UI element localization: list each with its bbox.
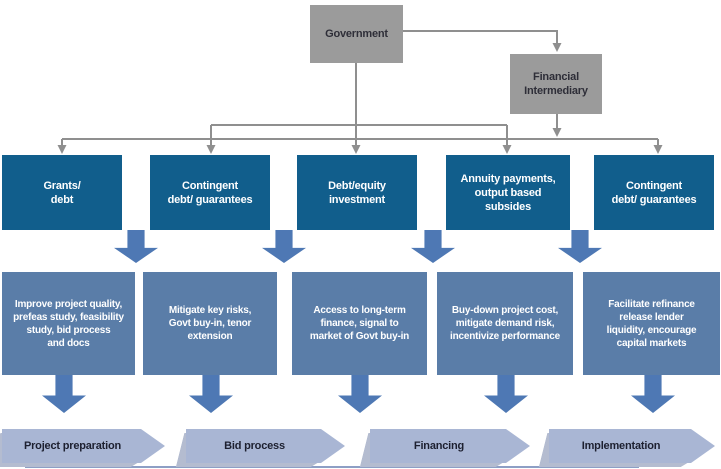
instrument-box-3: Debt/equity investment	[297, 155, 417, 230]
benefit-label-2: Mitigate key risks, Govt buy-in, tenor e…	[168, 305, 252, 342]
benefit-box-4: Buy-down project cost, mitigate demand r…	[437, 272, 573, 375]
instrument-box-4: Annuity payments, output based subsides	[446, 155, 570, 230]
bottom-rule	[25, 466, 639, 468]
phase-label-4: Implementation	[581, 440, 661, 452]
phase-label-3: Financing	[413, 440, 465, 452]
phase-label-1: Project preparation	[23, 440, 122, 452]
benefit-label-3: Access to long-term finance, signal to m…	[309, 305, 410, 342]
instrument-box-2: Contingent debt/ guarantees	[150, 155, 270, 230]
benefit-box-1: Improve project quality, prefeas study, …	[2, 272, 135, 375]
instrument-label-5: Contingent debt/ guarantees	[611, 179, 697, 206]
phase-chevron-4: Implementation	[549, 429, 715, 463]
government-label: Government	[325, 28, 388, 40]
instrument-label-1: Grants/ debt	[43, 179, 81, 206]
benefit-label-5: Facilitate refinance release lender liqu…	[606, 298, 697, 349]
chevron-arrow-icon: Implementation	[549, 429, 715, 463]
instrument-label-2: Contingent debt/ guarantees	[167, 179, 253, 206]
chevron-arrow-icon: Financing	[370, 429, 530, 463]
phase-chevron-1: Project preparation	[2, 429, 165, 463]
financial-intermediary-label: Financial Intermediary	[524, 71, 588, 97]
instrument-box-5: Contingent debt/ guarantees	[594, 155, 714, 230]
instrument-label-3: Debt/equity investment	[328, 179, 386, 206]
government-box: Government	[310, 5, 403, 63]
phase-chevron-3: Financing	[370, 429, 530, 463]
instrument-box-1: Grants/ debt	[2, 155, 122, 230]
instrument-label-4: Annuity payments, output based subsides	[460, 172, 556, 213]
chevron-arrow-icon: Project preparation	[2, 429, 165, 463]
government-to-intermediary-connector	[403, 30, 562, 52]
phase-chevron-2: Bid process	[186, 429, 345, 463]
financial-intermediary-box: Financial Intermediary	[510, 54, 602, 114]
chevron-arrow-icon: Bid process	[186, 429, 345, 463]
benefit-box-5: Facilitate refinance release lender liqu…	[583, 272, 720, 375]
phase-label-2: Bid process	[224, 440, 285, 452]
benefit-label-1: Improve project quality, prefeas study, …	[13, 298, 124, 349]
benefit-label-4: Buy-down project cost, mitigate demand r…	[450, 305, 560, 342]
benefit-box-3: Access to long-term finance, signal to m…	[292, 272, 427, 375]
benefit-box-2: Mitigate key risks, Govt buy-in, tenor e…	[143, 272, 277, 375]
